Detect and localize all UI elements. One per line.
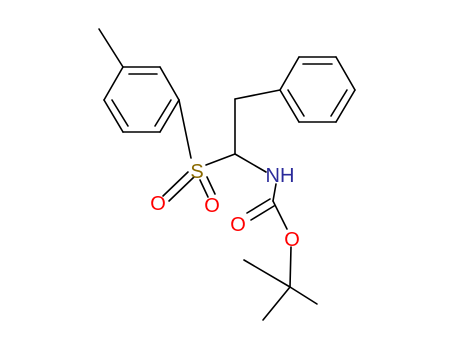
atom-labels: S O O NH O O bbox=[150, 161, 300, 251]
bond bbox=[287, 89, 305, 117]
bond bbox=[335, 56, 356, 91]
bond bbox=[250, 205, 275, 221]
bond bbox=[243, 259, 291, 288]
bond bbox=[272, 200, 288, 230]
bond bbox=[159, 66, 180, 101]
bond bbox=[234, 153, 267, 173]
bond bbox=[206, 176, 216, 195]
sulfur-atom-label: S bbox=[190, 161, 203, 183]
carbonyl-oxygen-label: O bbox=[230, 214, 246, 236]
bond bbox=[98, 28, 124, 68]
bond bbox=[289, 286, 318, 305]
amine-nitrogen-label: NH bbox=[266, 165, 295, 187]
bond bbox=[330, 89, 348, 117]
ester-oxygen-label: O bbox=[284, 229, 300, 251]
bond bbox=[279, 56, 300, 91]
bond bbox=[262, 286, 291, 321]
bond bbox=[335, 89, 356, 123]
bond bbox=[246, 198, 271, 214]
bond bbox=[162, 171, 189, 197]
bond bbox=[159, 99, 180, 133]
bond bbox=[234, 89, 281, 100]
bond bbox=[154, 99, 172, 127]
sulfonyl-oxygen-label: O bbox=[150, 193, 166, 215]
bond bbox=[279, 89, 300, 123]
bond bbox=[103, 66, 124, 101]
bond bbox=[205, 153, 236, 166]
bond bbox=[168, 176, 195, 202]
bond bbox=[103, 99, 124, 133]
bond bbox=[111, 99, 129, 127]
sulfonyl-oxygen-label: O bbox=[204, 195, 220, 217]
bond bbox=[272, 183, 277, 202]
bonds bbox=[98, 28, 356, 321]
bond bbox=[199, 179, 209, 198]
bond bbox=[289, 246, 292, 288]
bond bbox=[178, 99, 192, 159]
